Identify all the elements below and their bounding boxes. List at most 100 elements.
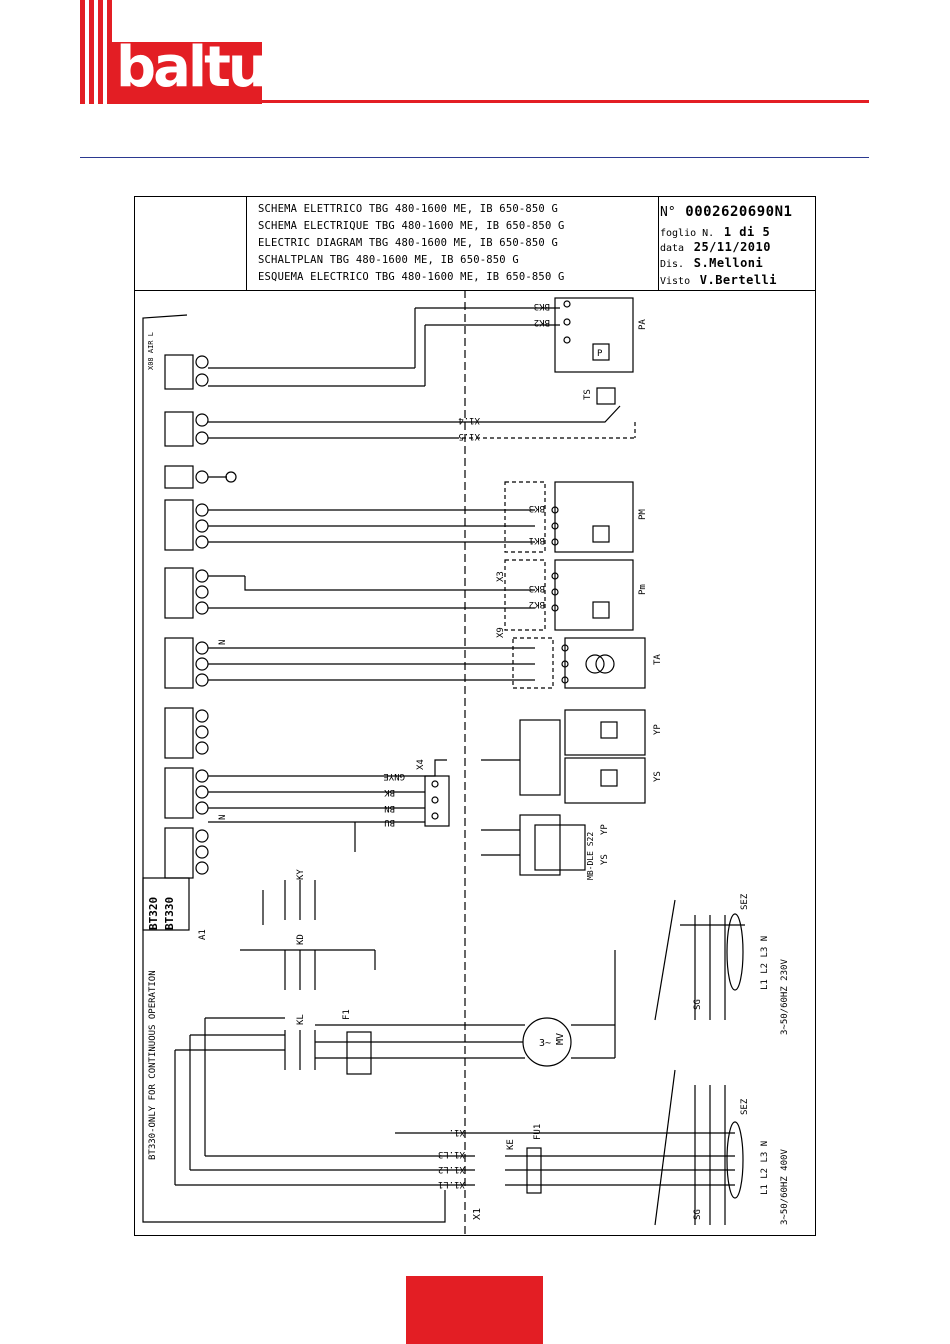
- svg-text:X3: X3: [496, 571, 506, 582]
- svg-text:YP: YP: [653, 724, 663, 735]
- wiring-diagram: X08 AIR L: [142, 290, 790, 1235]
- svg-text:F1: F1: [342, 1009, 352, 1020]
- switch-sez-400: [654, 1069, 744, 1226]
- connector-x07: [164, 411, 455, 447]
- connector-x06: [164, 499, 535, 551]
- svg-text:MV: MV: [555, 1033, 566, 1045]
- svg-text:PM: PM: [638, 509, 648, 520]
- contactor-kl: [284, 1030, 372, 1075]
- safety-ts: [455, 387, 636, 439]
- svg-text:YS: YS: [600, 854, 610, 865]
- terminal-x4: [424, 775, 450, 827]
- logo-box: baltur: [108, 36, 292, 104]
- svg-text:X1.L2: X1.L2: [438, 1164, 465, 1174]
- sheet-label: foglio N.: [660, 228, 715, 239]
- svg-text:3~50/60HZ 400V: 3~50/60HZ 400V: [780, 1149, 790, 1225]
- connector-x02: [164, 767, 425, 819]
- svg-text:KD: KD: [296, 934, 306, 945]
- svg-text:SG: SG: [693, 1209, 703, 1220]
- connector-x01: [164, 821, 425, 879]
- svg-text:X9: X9: [496, 627, 506, 638]
- svg-text:L1 L2 L3 N: L1 L2 L3 N: [760, 936, 770, 990]
- pressure-switch-pmin: [504, 559, 634, 631]
- valve-mb-dle: [481, 814, 586, 876]
- number-label: N°: [660, 205, 676, 220]
- svg-text:P: P: [597, 349, 603, 359]
- svg-text:BK2: BK2: [534, 317, 550, 327]
- svg-text:GNYE: GNYE: [383, 771, 405, 781]
- connector-x05: [164, 567, 535, 619]
- svg-text:BU: BU: [384, 817, 395, 827]
- drawing-number: 0002620690N1: [685, 204, 793, 220]
- title-en: ELECTRIC DIAGRAM TBG 480-1600 ME, IB 650…: [258, 237, 558, 249]
- svg-text:MB-DLE S22: MB-DLE S22: [586, 832, 595, 880]
- svg-text:BK3: BK3: [534, 301, 550, 311]
- svg-text:A1: A1: [198, 929, 208, 940]
- transformer-ta: [512, 637, 646, 689]
- motor-mv: 3~: [315, 950, 616, 1067]
- svg-text:BT330: BT330: [163, 897, 176, 930]
- svg-text:TS: TS: [583, 389, 593, 400]
- title-block: SCHEMA ELETTRICO TBG 480-1600 ME, IB 650…: [135, 197, 815, 291]
- diagram-labels: PA TS PM Pm TA YP YS MB-DLE S22 YS YP KY…: [147, 301, 790, 1225]
- page-tab: [406, 1276, 543, 1344]
- svg-text:X1.5: X1.5: [458, 431, 480, 441]
- connector-x04: [164, 637, 535, 689]
- svg-text:3~50/60HZ 230V: 3~50/60HZ 230V: [780, 959, 790, 1035]
- svg-text:BK: BK: [384, 787, 395, 797]
- svg-text:KY: KY: [296, 869, 306, 880]
- pressure-switch-pm: [504, 481, 634, 553]
- contactor-kd: [240, 949, 376, 990]
- svg-text:3~: 3~: [539, 1038, 551, 1049]
- title-fr: SCHEMA ELECTRIQUE TBG 480-1600 ME, IB 65…: [258, 220, 565, 232]
- title-block-info: N° 0002620690N1 foglio N. 1 di 5 data 25…: [658, 197, 814, 290]
- svg-text:BK3: BK3: [529, 583, 545, 593]
- date-value: 25/11/2010: [693, 240, 771, 254]
- title-it: SCHEMA ELETTRICO TBG 480-1600 ME, IB 650…: [258, 203, 558, 215]
- date-label: data: [660, 243, 685, 254]
- connector-x08: X08 AIR L: [147, 332, 425, 390]
- title-de: SCHALTPLAN TBG 480-1600 ME, IB 650-850 G: [258, 254, 519, 266]
- svg-text:L1 L2 L3 N: L1 L2 L3 N: [760, 1141, 770, 1195]
- svg-text:X1.L3: X1.L3: [438, 1149, 465, 1159]
- switch-sez-230: [654, 899, 745, 1021]
- pressure-switch-pa: P: [414, 297, 634, 386]
- connector-pe: [164, 465, 237, 489]
- valves-yp-ys: [425, 709, 646, 804]
- svg-text:SEZ: SEZ: [740, 893, 750, 910]
- svg-text:FU1: FU1: [533, 1124, 543, 1140]
- svg-text:PA: PA: [638, 319, 648, 330]
- main-supply-lines: [174, 1017, 735, 1194]
- connector-x03: [164, 707, 209, 759]
- checked-by: V.Bertelli: [699, 273, 777, 287]
- svg-text:YS: YS: [653, 771, 663, 782]
- svg-text:N: N: [218, 640, 228, 645]
- svg-text:BK1: BK1: [529, 535, 545, 545]
- svg-text:X1.L1: X1.L1: [438, 1179, 465, 1189]
- header-rule: [262, 100, 869, 103]
- controller-outline: [142, 314, 446, 1223]
- svg-text:SG: SG: [693, 999, 703, 1010]
- svg-text:KL: KL: [296, 1014, 306, 1025]
- contactor-ky: [262, 880, 316, 925]
- svg-text:BK2: BK2: [529, 599, 545, 609]
- logo-text: baltur: [116, 35, 292, 100]
- svg-text:BT330-ONLY FOR CONTINUOUS OPER: BT330-ONLY FOR CONTINUOUS OPERATION: [148, 970, 158, 1160]
- drawn-label: Dis.: [660, 259, 685, 270]
- svg-text:YP: YP: [600, 824, 610, 835]
- svg-text:Pm: Pm: [638, 584, 648, 595]
- svg-text:X1: X1: [472, 1208, 483, 1220]
- title-block-blank-cell: [135, 197, 247, 290]
- svg-text:BT320: BT320: [147, 897, 160, 930]
- svg-text:KE: KE: [506, 1139, 516, 1150]
- title-block-titles: SCHEMA ELETTRICO TBG 480-1600 ME, IB 650…: [246, 197, 659, 290]
- svg-text:X4: X4: [416, 759, 426, 770]
- header-blue-rule: [80, 157, 869, 158]
- svg-text:TA: TA: [653, 654, 663, 665]
- drawn-by: S.Melloni: [693, 256, 764, 270]
- drawing-sheet: SCHEMA ELETTRICO TBG 480-1600 ME, IB 650…: [134, 196, 816, 1236]
- svg-text:X08 AIR L: X08 AIR L: [147, 332, 155, 370]
- svg-text:BN: BN: [384, 803, 395, 813]
- svg-text:BK3: BK3: [529, 503, 545, 513]
- svg-text:X1.: X1.: [449, 1127, 465, 1137]
